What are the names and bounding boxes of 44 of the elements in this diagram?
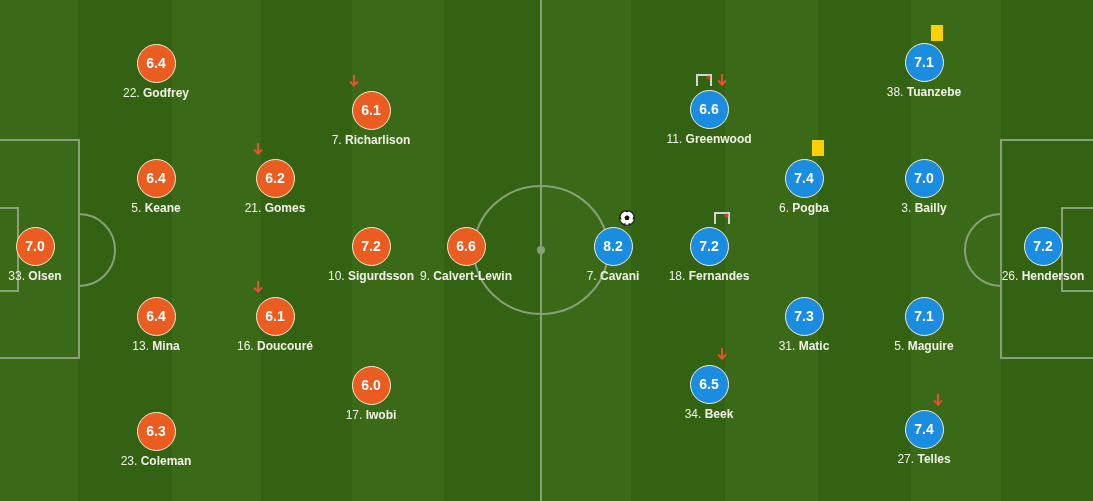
player-name: 13. Mina [132,338,180,353]
player-rating: 7.1 [904,296,944,336]
player-name: 26. Henderson [1001,268,1085,283]
player-rating: 6.4 [136,43,176,83]
player-name: 7. Cavani [586,268,640,283]
player-rating: 7.1 [904,42,944,82]
player-rating: 6.1 [255,296,295,336]
player-name: 38. Tuanzebe [886,84,962,99]
player-rating: 6.3 [136,411,176,451]
player-name: 21. Gomes [244,200,306,215]
player-rating: 7.2 [689,226,729,266]
player-rating: 7.2 [1023,226,1063,266]
player-rating: 6.5 [689,364,729,404]
player-rating: 6.2 [255,158,295,198]
player-name: 23. Coleman [120,453,192,468]
player-name: 33. Olsen [8,268,62,283]
player-rating: 7.0 [904,158,944,198]
player-name: 3. Bailly [901,200,947,215]
player-rating: 6.1 [351,90,391,130]
player-name: 34. Beek [684,406,734,421]
player-name: 27. Telles [897,451,951,466]
player-rating: 7.3 [784,296,824,336]
player-rating: 7.2 [351,226,391,266]
player-name: 18. Fernandes [668,268,750,283]
player-name: 5. Maguire [894,338,954,353]
player-name: 16. Doucouré [237,338,313,353]
player-name: 6. Pogba [779,200,829,215]
player-name: 9. Calvert-Lewin [420,268,512,283]
player-rating: 7.0 [15,226,55,266]
player-name: 11. Greenwood [666,131,752,146]
player-rating: 7.4 [904,409,944,449]
player-rating: 6.6 [446,226,486,266]
player-name: 17. Iwobi [345,407,397,422]
player-rating: 6.6 [689,89,729,129]
player-rating: 7.4 [784,158,824,198]
player-rating: 8.2 [593,226,633,266]
player-rating: 6.4 [136,296,176,336]
player-name: 5. Keane [131,200,181,215]
player-name: 31. Matic [778,338,830,353]
player-rating: 6.4 [136,158,176,198]
player-name: 22. Godfrey [123,85,189,100]
player-name: 10. Sigurdsson [328,268,414,283]
player-rating: 6.0 [351,365,391,405]
player-name: 7. Richarlison [331,132,411,147]
